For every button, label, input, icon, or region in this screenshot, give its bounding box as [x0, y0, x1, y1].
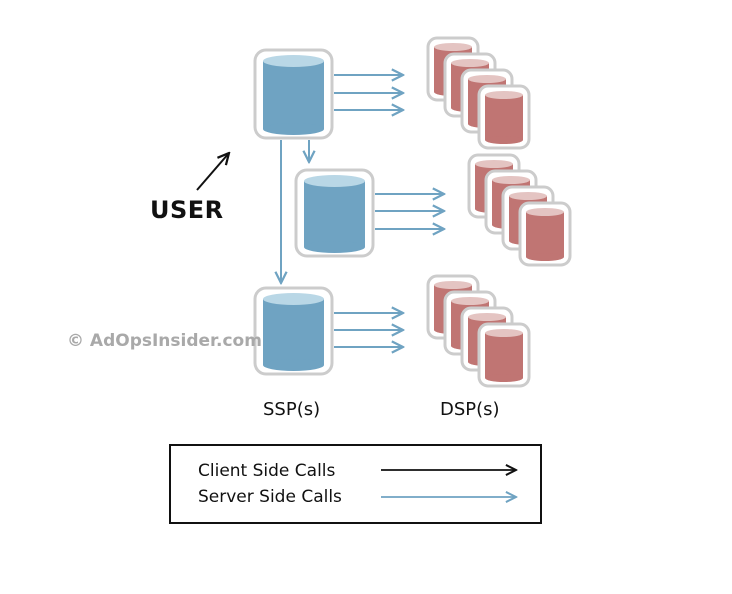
ssp-2-icon [294, 168, 375, 258]
dsp-icon [518, 201, 572, 267]
legend-box: Client Side Calls Server Side Calls [169, 444, 542, 524]
dsp-icon [477, 322, 531, 388]
legend-client-side-label: Client Side Calls [198, 461, 336, 481]
copyright-watermark: © AdOpsInsider.com [67, 331, 262, 351]
dsp-stack-1 [426, 36, 531, 150]
ssp-1-icon [253, 48, 334, 140]
ssp-column-label: SSP(s) [263, 399, 321, 420]
dsp-column-label: DSP(s) [440, 399, 500, 420]
server-call-arrows-2 [375, 194, 444, 229]
legend-server-side-label: Server Side Calls [198, 487, 342, 507]
ssp-3-icon [253, 286, 334, 376]
user-arrow-icon [196, 153, 229, 191]
dsp-stack-3 [426, 274, 531, 388]
user-label: USER [150, 196, 224, 224]
dsp-icon [477, 84, 531, 150]
server-call-arrows-1 [334, 75, 403, 110]
server-call-arrows-3 [334, 313, 403, 347]
dsp-stack-2 [467, 153, 572, 267]
